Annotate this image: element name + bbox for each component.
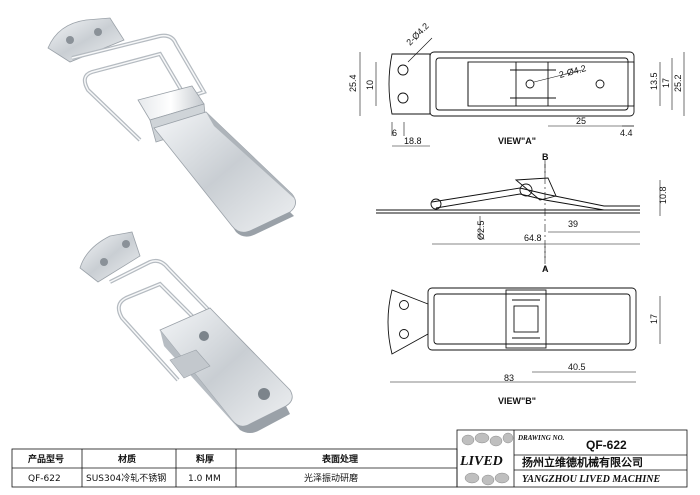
section-marker-b: B (542, 152, 549, 162)
latch-illustration-open (79, 231, 293, 433)
header-product-model: 产品型号 (28, 453, 64, 465)
dim-4-4: 4.4 (620, 128, 633, 138)
value-material: SUS304冷轧不锈钢 (86, 472, 166, 484)
value-surface: 光泽振动研磨 (304, 472, 358, 484)
header-surface: 表面处理 (321, 453, 358, 465)
dim-39: 39 (568, 219, 578, 229)
company-name-cn: 扬州立维德机械有限公司 (522, 455, 643, 469)
drawing-no-value: QF-622 (586, 438, 627, 452)
logo-text: LIVED (459, 454, 503, 469)
dim-13-5: 13.5 (649, 72, 659, 90)
view-b-drawing (387, 287, 637, 355)
section-marker-a: A (542, 264, 549, 274)
header-thickness: 料厚 (196, 453, 214, 465)
dim-10-8: 10.8 (658, 186, 668, 204)
dim-40-5: 40.5 (568, 362, 586, 372)
company-name-en: YANGZHOU LIVED MACHINE (522, 474, 660, 485)
header-material: 材质 (117, 453, 136, 465)
dim-25-4: 25.4 (348, 74, 358, 92)
dim-18-8: 18.8 (404, 136, 422, 146)
title-block (11, 429, 688, 488)
drawing-no-label: DRAWING NO. (517, 434, 565, 442)
view-a-dimensions (359, 37, 685, 147)
dim-hole-dia-2: 2-Ø4.2 (558, 63, 587, 80)
dim-83: 83 (504, 373, 514, 383)
dim-25: 25 (576, 116, 586, 126)
view-b-label: VIEW"B" (498, 396, 536, 406)
value-product-model: QF-622 (28, 474, 61, 484)
dim-17-top: 17 (661, 78, 671, 88)
view-b-dimensions (390, 296, 661, 383)
side-view-dimensions (432, 164, 661, 258)
dim-6: 6 (392, 128, 397, 138)
latch-illustration-closed (47, 17, 296, 237)
dim-2-5: Ø2.5 (476, 220, 486, 240)
dim-64-8: 64.8 (524, 233, 542, 243)
dim-10: 10 (365, 80, 375, 90)
dim-17-bottom: 17 (649, 314, 659, 324)
view-a-label: VIEW"A" (498, 136, 536, 146)
value-thickness: 1.0 MM (188, 474, 221, 484)
side-view-drawing (376, 160, 640, 272)
view-a-drawing (388, 51, 635, 117)
logo-pebbles (461, 432, 514, 486)
dim-25-2: 25.2 (673, 74, 683, 92)
